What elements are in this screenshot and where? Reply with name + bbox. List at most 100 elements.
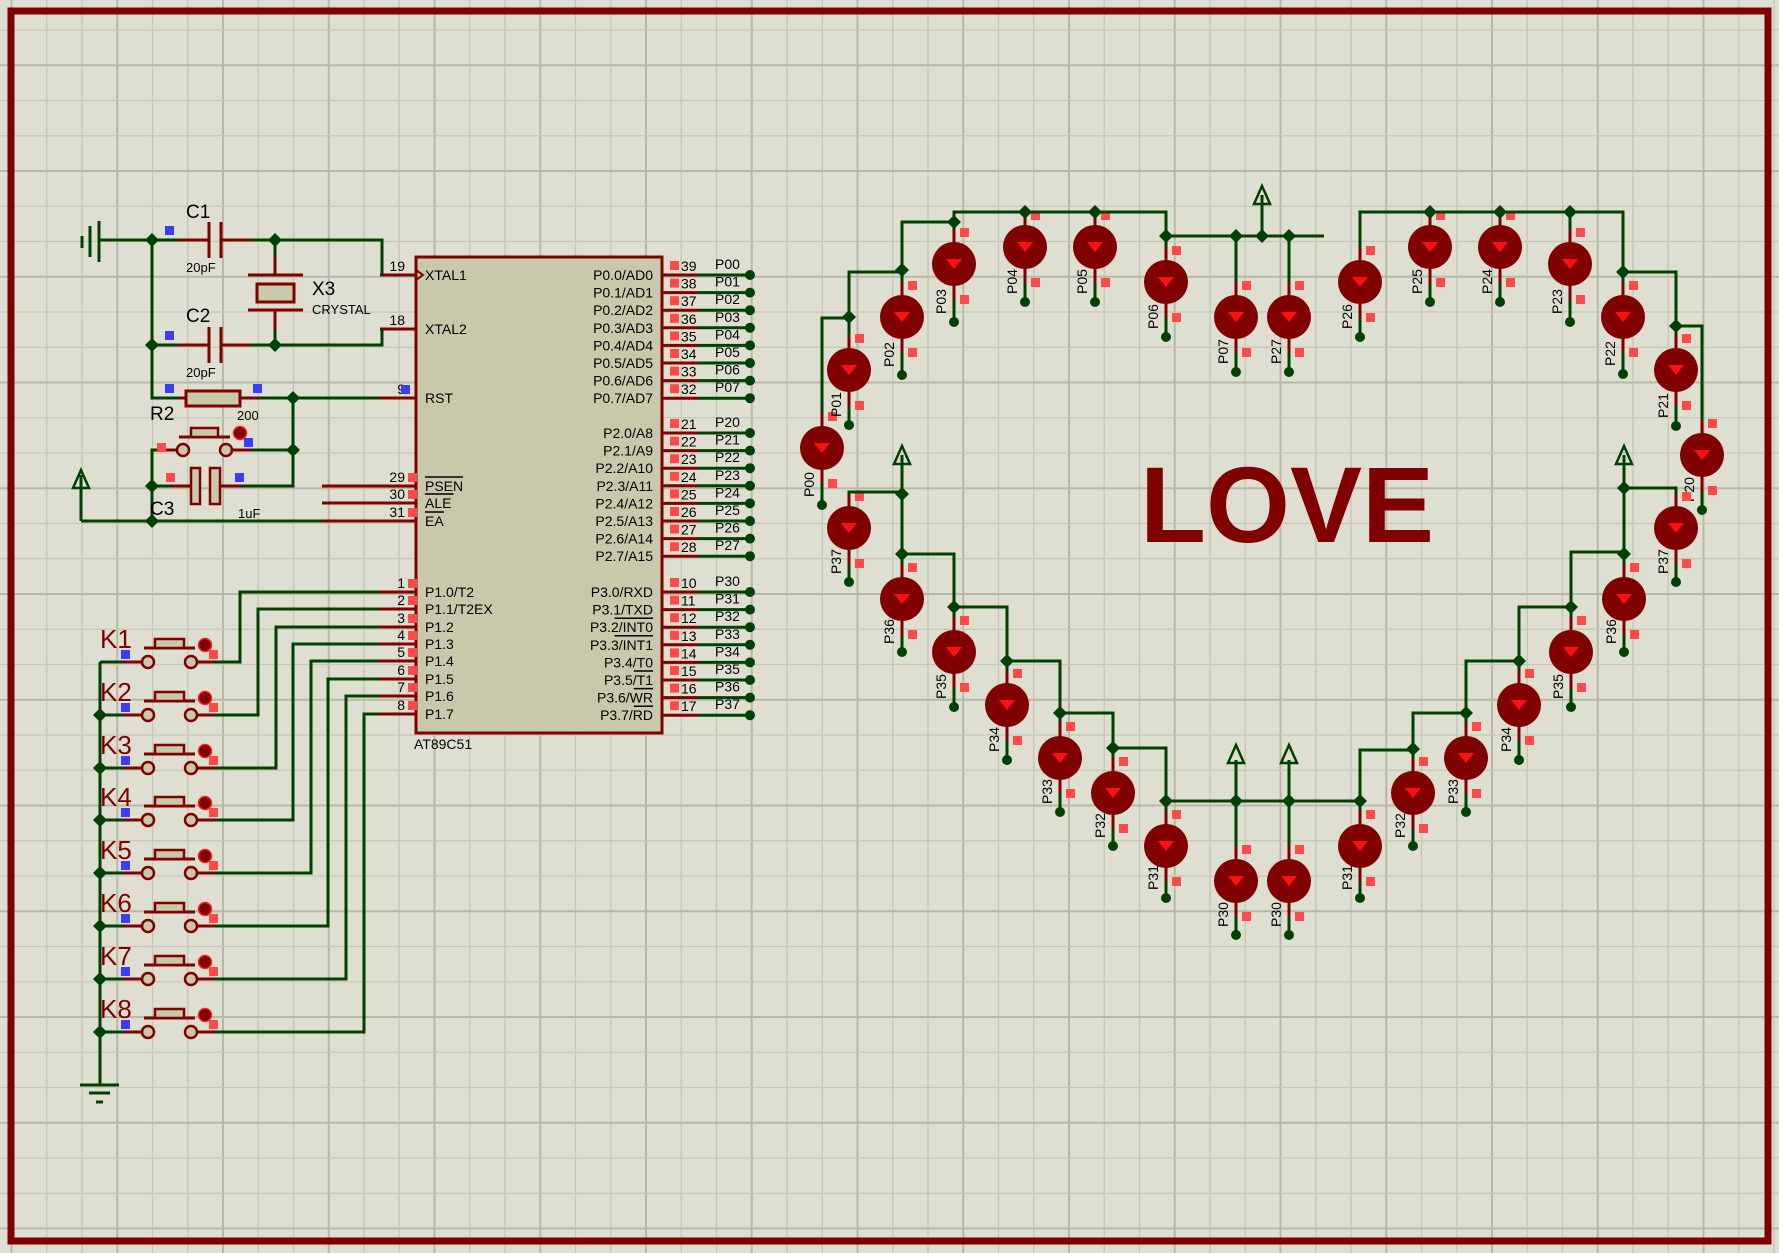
key-k6[interactable]: K6 — [100, 677, 380, 934]
led-1[interactable]: P00 — [800, 398, 844, 510]
net-terminal-p07[interactable] — [745, 393, 755, 404]
mcu-pin-name: P0.6/AD6 — [593, 373, 653, 389]
switch-actuator-icon[interactable] — [197, 743, 213, 759]
net-terminal-p03[interactable] — [745, 322, 755, 333]
pin-state-marker — [670, 524, 679, 534]
led-27[interactable]: P32 — [1391, 749, 1435, 851]
net-label: P01 — [715, 274, 740, 290]
led-arrow-icon — [1158, 277, 1174, 287]
mcu-pin-name: ALE — [425, 495, 451, 511]
net-terminal-p00[interactable] — [745, 270, 755, 280]
led-net-terminal — [1231, 367, 1241, 377]
pushbutton-cap[interactable] — [153, 954, 186, 967]
net-terminal-p20[interactable] — [745, 428, 755, 438]
led-3[interactable]: P02 — [880, 270, 924, 380]
key-k8[interactable]: K8 — [100, 712, 380, 1040]
switch-actuator-icon[interactable] — [197, 795, 213, 811]
led-11[interactable]: P25 — [1408, 211, 1452, 307]
net-terminal-p32[interactable] — [745, 622, 755, 633]
net-terminal-p33[interactable] — [745, 639, 755, 650]
led-7[interactable]: P06 — [1144, 236, 1188, 342]
switch-actuator-icon[interactable] — [197, 954, 213, 970]
key-k5[interactable]: K5 — [100, 659, 380, 881]
switch-actuator-icon[interactable] — [197, 690, 213, 706]
led-6[interactable]: P05 — [1073, 211, 1117, 307]
net-terminal-p25[interactable] — [745, 516, 755, 526]
led-19[interactable]: P35 — [932, 607, 976, 712]
led-26[interactable]: P31 — [1338, 801, 1382, 903]
mcu-at89c51[interactable]: AT89C51 19XTAL118XTAL29RST29PSEN30ALE31E… — [380, 255, 755, 752]
net-terminal-p22[interactable] — [745, 463, 755, 474]
reset-button[interactable] — [189, 426, 220, 439]
net-terminal-p21[interactable] — [745, 445, 755, 456]
led-arrow-icon — [946, 647, 962, 657]
net-terminal-p35[interactable] — [745, 675, 755, 685]
net-terminal-p24[interactable] — [745, 498, 755, 509]
pin-state-marker — [1436, 278, 1445, 287]
led-2[interactable]: P01 — [827, 317, 871, 430]
net-terminal-p36[interactable] — [745, 692, 755, 703]
net-terminal-p05[interactable] — [745, 358, 755, 368]
wire — [900, 220, 954, 270]
net-terminal-p06[interactable] — [745, 375, 755, 386]
net-label: P34 — [715, 643, 740, 659]
led-4[interactable]: P03 — [932, 222, 976, 327]
net-terminal-p04[interactable] — [745, 340, 755, 351]
led-24[interactable]: P30 — [1214, 801, 1258, 940]
net-terminal-p02[interactable] — [745, 305, 755, 316]
net-terminal-p27[interactable] — [745, 551, 755, 562]
led-23[interactable]: P31 — [1144, 801, 1188, 903]
mcu-pin-name: P3.6/WR — [597, 690, 653, 706]
led-12[interactable]: P24 — [1478, 211, 1522, 307]
pushbutton-cap[interactable] — [153, 637, 186, 650]
resistor-r2[interactable] — [184, 389, 242, 408]
switch-actuator-icon[interactable] — [197, 1007, 213, 1023]
net-terminal-p23[interactable] — [745, 480, 755, 491]
pin-state-marker — [1031, 278, 1040, 287]
led-net-terminal — [1002, 755, 1012, 765]
led-10[interactable]: P26 — [1338, 236, 1382, 342]
led-net-terminal — [1355, 332, 1365, 342]
led-25[interactable]: P30 — [1267, 801, 1311, 940]
pushbutton-cap[interactable] — [153, 1007, 186, 1020]
led-15[interactable]: P21 — [1654, 326, 1698, 431]
led-32[interactable]: P37 — [1654, 492, 1698, 587]
net-label: P20 — [715, 414, 740, 430]
led-28[interactable]: P33 — [1444, 713, 1488, 817]
net-terminal-p31[interactable] — [745, 604, 755, 615]
switch-actuator-icon[interactable] — [197, 848, 213, 864]
pushbutton-cap[interactable] — [153, 848, 186, 861]
led-31[interactable]: P36 — [1602, 554, 1646, 657]
switch-actuator-icon[interactable] — [197, 901, 213, 917]
led-9[interactable]: P27 — [1267, 236, 1311, 377]
mcu-body[interactable] — [414, 255, 664, 735]
led-8[interactable]: P07 — [1214, 236, 1258, 377]
led-21[interactable]: P33 — [1038, 713, 1082, 817]
pushbutton-cap[interactable] — [153, 901, 186, 914]
key-k4[interactable]: K4 — [100, 642, 380, 828]
pushbutton-cap[interactable] — [153, 795, 186, 808]
led-20[interactable]: P34 — [985, 661, 1029, 765]
key-k1[interactable]: K1 — [100, 590, 380, 670]
led-net-terminal — [1355, 893, 1365, 903]
led-17[interactable]: P37 — [827, 492, 871, 587]
switch-actuator-icon[interactable] — [197, 637, 213, 653]
pushbutton-cap[interactable] — [153, 690, 186, 703]
net-terminal-p26[interactable] — [745, 533, 755, 544]
net-terminal-p30[interactable] — [745, 587, 755, 597]
switch-actuator-icon[interactable] — [232, 425, 248, 441]
key-k2[interactable]: K2 — [100, 607, 380, 723]
led-18[interactable]: P36 — [880, 554, 924, 657]
pushbutton-cap[interactable] — [153, 743, 186, 756]
led-5[interactable]: P04 — [1003, 211, 1047, 307]
led-14[interactable]: P22 — [1601, 272, 1645, 379]
net-terminal-p34[interactable] — [745, 657, 755, 668]
led-22[interactable]: P32 — [1091, 748, 1135, 851]
led-30[interactable]: P35 — [1549, 607, 1593, 712]
led-13[interactable]: P23 — [1548, 212, 1592, 327]
net-terminal-p37[interactable] — [745, 710, 755, 721]
key-k3[interactable]: K3 — [100, 625, 380, 776]
led-29[interactable]: P34 — [1497, 661, 1541, 765]
net-terminal-p01[interactable] — [745, 287, 755, 298]
